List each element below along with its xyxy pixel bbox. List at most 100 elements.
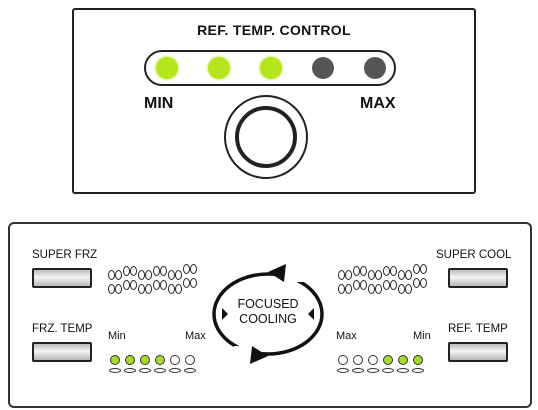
- fridge-level-led-2: [353, 355, 363, 365]
- freezer-digit-segment: [183, 278, 190, 288]
- fridge-level-led-base: [337, 368, 349, 373]
- fridge-level-led-base: [382, 368, 394, 373]
- right-min-label: Min: [413, 330, 431, 342]
- freezer-digit-segment: [108, 284, 115, 294]
- fridge-digit-segment: [375, 284, 382, 294]
- freezer-digit-segment: [183, 264, 190, 274]
- freezer-digit-segment: [153, 280, 160, 290]
- fridge-digit-segment: [345, 270, 352, 280]
- freezer-level-led-base: [124, 368, 136, 373]
- freezer-digit-segment: [130, 280, 137, 290]
- freezer-level-led-4: [155, 355, 165, 365]
- super-cool-button[interactable]: [448, 268, 508, 288]
- freezer-level-led-2: [125, 355, 135, 365]
- freezer-level-led-3: [140, 355, 150, 365]
- max-label: MAX: [360, 95, 396, 112]
- fridge-digit-segment: [383, 280, 390, 290]
- freezer-level-led-base: [154, 368, 166, 373]
- super-cool-label: SUPER COOL: [436, 249, 512, 261]
- freezer-digit-segment: [115, 270, 122, 280]
- min-label: MIN: [144, 95, 174, 112]
- freezer-digit-segment: [115, 284, 122, 294]
- knob-inner-ring: [235, 106, 297, 168]
- left-max-label: Max: [185, 330, 206, 342]
- focused-line: FOCUSED: [237, 297, 299, 311]
- freezer-level-led-5: [170, 355, 180, 365]
- fridge-digit-segment: [360, 266, 367, 276]
- ref-temp-label: REF. TEMP: [448, 323, 508, 335]
- freezer-digit-segment: [175, 284, 182, 294]
- freezer-level-led-base: [169, 368, 181, 373]
- right-max-label: Max: [336, 330, 357, 342]
- fridge-digit-segment: [420, 264, 427, 274]
- fridge-digit-segment: [413, 278, 420, 288]
- fridge-level-led-1: [338, 355, 348, 365]
- left-min-label: Min: [108, 330, 126, 342]
- fridge-digit-segment: [345, 284, 352, 294]
- freezer-digit-segment: [145, 284, 152, 294]
- focused-cooling-circular-arrows-icon: [212, 264, 324, 364]
- fridge-level-led-base: [412, 368, 424, 373]
- frz-temp-button[interactable]: [32, 342, 92, 362]
- fridge-digit-segment: [360, 280, 367, 290]
- freezer-digit-segment: [168, 284, 175, 294]
- freezer-digit-segment: [160, 280, 167, 290]
- fridge-level-led-3: [368, 355, 378, 365]
- fridge-digit-segment: [338, 284, 345, 294]
- fridge-digit-segment: [398, 270, 405, 280]
- panel-title: REF. TEMP. CONTROL: [197, 22, 351, 38]
- fridge-level-led-base: [352, 368, 364, 373]
- level-led-1: [156, 57, 178, 79]
- fridge-level-led-6: [413, 355, 423, 365]
- freezer-digit-segment: [160, 266, 167, 276]
- fridge-digit-segment: [368, 270, 375, 280]
- led-indicator-bar: [144, 50, 396, 86]
- fridge-digit-segment: [413, 264, 420, 274]
- fridge-digit-segment: [353, 280, 360, 290]
- fridge-level-led-base: [397, 368, 409, 373]
- freezer-digit-segment: [130, 266, 137, 276]
- super-frz-label: SUPER FRZ: [32, 249, 98, 261]
- freezer-digit-segment: [123, 266, 130, 276]
- freezer-level-led-1: [110, 355, 120, 365]
- freezer-digit-segment: [190, 264, 197, 274]
- level-led-4: [312, 57, 334, 79]
- ref-temp-control-panel: REF. TEMP. CONTROL MIN MAX: [72, 8, 476, 194]
- freezer-level-led-base: [184, 368, 196, 373]
- fridge-digit-segment: [338, 270, 345, 280]
- fridge-level-leds: [337, 354, 428, 380]
- focused-cooling-text: FOCUSED COOLING: [221, 297, 315, 327]
- cooling-line: COOLING: [239, 312, 297, 326]
- frz-temp-label: FRZ. TEMP: [32, 323, 93, 335]
- fridge-level-led-4: [383, 355, 393, 365]
- freezer-digit-segment: [153, 266, 160, 276]
- fridge-digit-segment: [405, 284, 412, 294]
- temp-control-knob[interactable]: [224, 95, 308, 179]
- freezer-level-led-base: [139, 368, 151, 373]
- freezer-digit-segment: [123, 280, 130, 290]
- level-led-3: [260, 57, 282, 79]
- freezer-level-leds: [109, 354, 200, 380]
- freezer-digit-segment: [175, 270, 182, 280]
- freezer-digit-segment: [108, 270, 115, 280]
- level-led-2: [208, 57, 230, 79]
- freezer-digit-segment: [168, 270, 175, 280]
- freezer-digit-segment: [190, 278, 197, 288]
- freezer-temp-digits: [108, 264, 198, 306]
- fridge-digit-segment: [398, 284, 405, 294]
- fridge-digit-segment: [405, 270, 412, 280]
- fridge-digit-segment: [420, 278, 427, 288]
- fridge-level-led-5: [398, 355, 408, 365]
- fridge-level-led-base: [367, 368, 379, 373]
- fridge-digit-segment: [390, 280, 397, 290]
- fridge-digit-segment: [390, 266, 397, 276]
- fridge-temp-digits: [338, 264, 428, 306]
- freezer-level-led-6: [185, 355, 195, 365]
- control-display-panel: SUPER FRZ FRZ. TEMP SUPER COOL REF. TEMP…: [8, 222, 532, 408]
- super-frz-button[interactable]: [32, 268, 92, 288]
- ref-temp-button[interactable]: [448, 342, 508, 362]
- fridge-digit-segment: [383, 266, 390, 276]
- freezer-digit-segment: [138, 270, 145, 280]
- level-led-5: [364, 57, 386, 79]
- freezer-digit-segment: [138, 284, 145, 294]
